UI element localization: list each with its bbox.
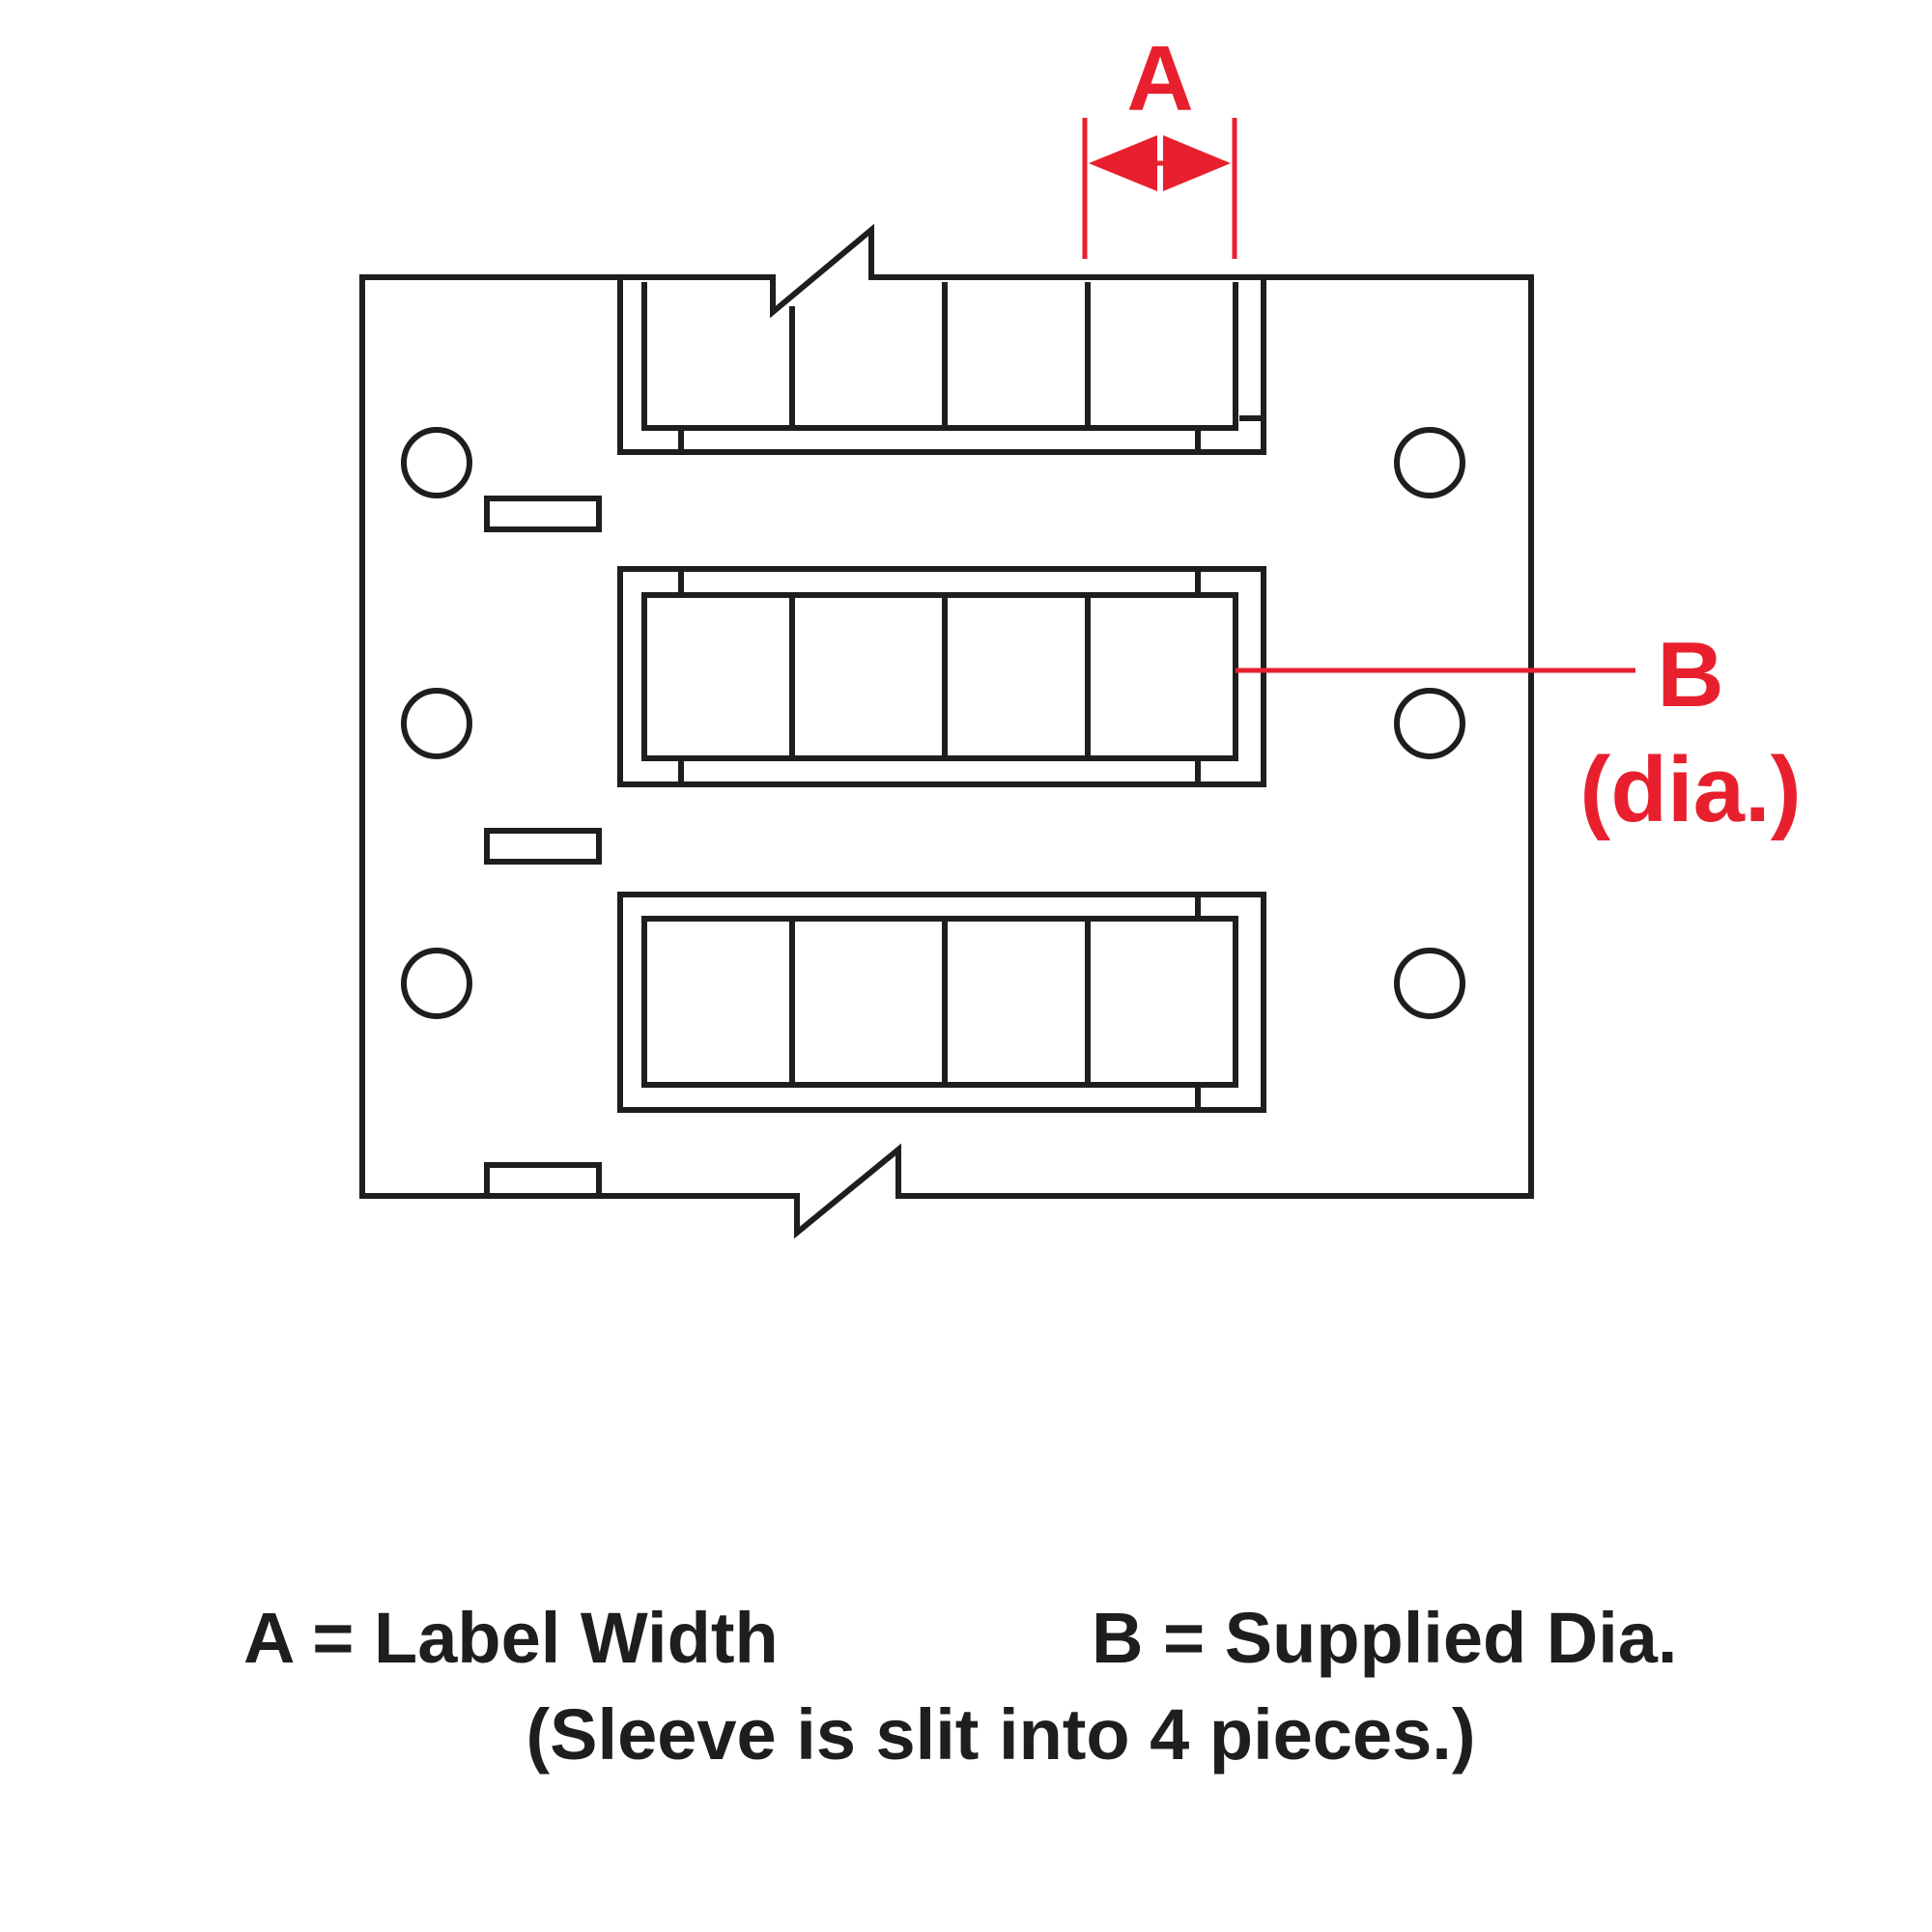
dimension-a-label: A: [1126, 27, 1193, 130]
dimension-b-sublabel: (dia.): [1579, 738, 1801, 841]
sprocket-hole-right-bottom: [1394, 948, 1465, 1019]
index-slot-middle: [484, 828, 602, 865]
sprocket-hole-left-middle: [401, 688, 472, 759]
legend-note: (Sleeve is slit into 4 pieces.): [526, 1694, 1476, 1775]
legend-a-definition: A = Label Width: [243, 1598, 779, 1678]
carrier-card-outline: [359, 223, 1534, 1239]
sprocket-hole-left-top: [401, 427, 472, 498]
sleeve-row-3: [617, 892, 1266, 1113]
sleeve-row-2: [617, 566, 1266, 787]
sprocket-hole-right-top: [1394, 427, 1465, 498]
index-slot-top: [484, 496, 602, 532]
index-slot-bottom: [484, 1162, 602, 1199]
sprocket-hole-right-middle: [1394, 688, 1465, 759]
dimension-a-arrow-right: [1163, 135, 1231, 191]
dimension-a: A: [1082, 27, 1237, 259]
dimension-b-label: B: [1657, 623, 1723, 726]
sleeve-row-1: [617, 274, 1266, 455]
legend-b-definition: B = Supplied Dia.: [1092, 1598, 1678, 1678]
dimension-b: B (dia.): [1236, 623, 1802, 841]
dimension-a-arrow-left: [1089, 135, 1157, 191]
sprocket-hole-left-bottom: [401, 948, 472, 1019]
